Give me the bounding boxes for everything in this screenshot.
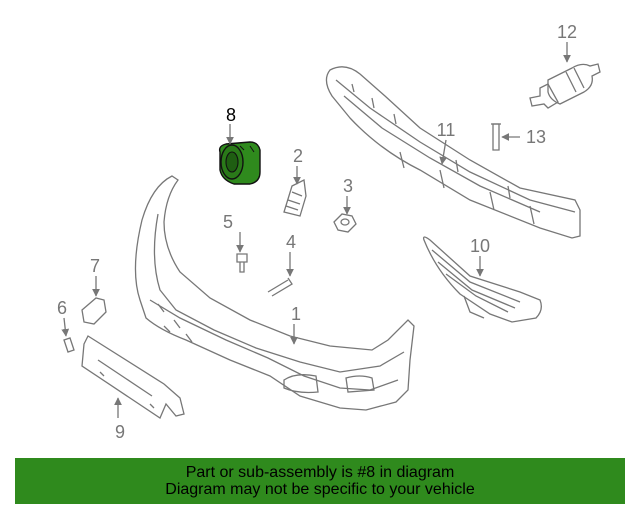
part-3-nut — [333, 213, 357, 233]
callout-10: 10 — [470, 236, 490, 256]
callout-6: 6 — [57, 298, 67, 318]
part-9-license-bracket — [81, 335, 185, 419]
part-12-fastener — [529, 63, 601, 109]
part-13-pin — [491, 123, 501, 151]
callout-1: 1 — [291, 304, 301, 324]
part-8-sensor-bracket — [218, 141, 261, 185]
callout-13: 13 — [526, 127, 546, 147]
leader-lines — [61, 42, 571, 418]
part-11-bumper-reinforcement — [325, 66, 581, 239]
callout-2: 2 — [293, 146, 303, 166]
callout-8: 8 — [226, 105, 236, 125]
callout-7: 7 — [90, 256, 100, 276]
callout-3: 3 — [343, 176, 353, 196]
info-banner: Part or sub-assembly is #8 in diagram Di… — [15, 458, 625, 504]
parts-diagram: 8 2 3 5 4 1 7 6 9 10 11 12 13 — [57, 22, 601, 442]
part-10-grille — [422, 236, 542, 323]
callout-11: 11 — [437, 120, 456, 140]
banner-disclaimer-text: Diagram may not be specific to your vehi… — [165, 481, 475, 498]
callout-9: 9 — [115, 422, 125, 442]
part-4-screw — [267, 277, 293, 297]
part-6-clip — [63, 337, 75, 353]
part-5-screw — [236, 253, 248, 273]
callout-4: 4 — [286, 232, 296, 252]
part-1-bumper-cover — [134, 175, 415, 411]
part-2-bracket — [283, 179, 307, 217]
callout-12: 12 — [557, 22, 577, 42]
part-7-clip — [81, 297, 107, 325]
banner-part-text: Part or sub-assembly is #8 in diagram — [185, 464, 455, 481]
callout-5: 5 — [223, 212, 233, 232]
